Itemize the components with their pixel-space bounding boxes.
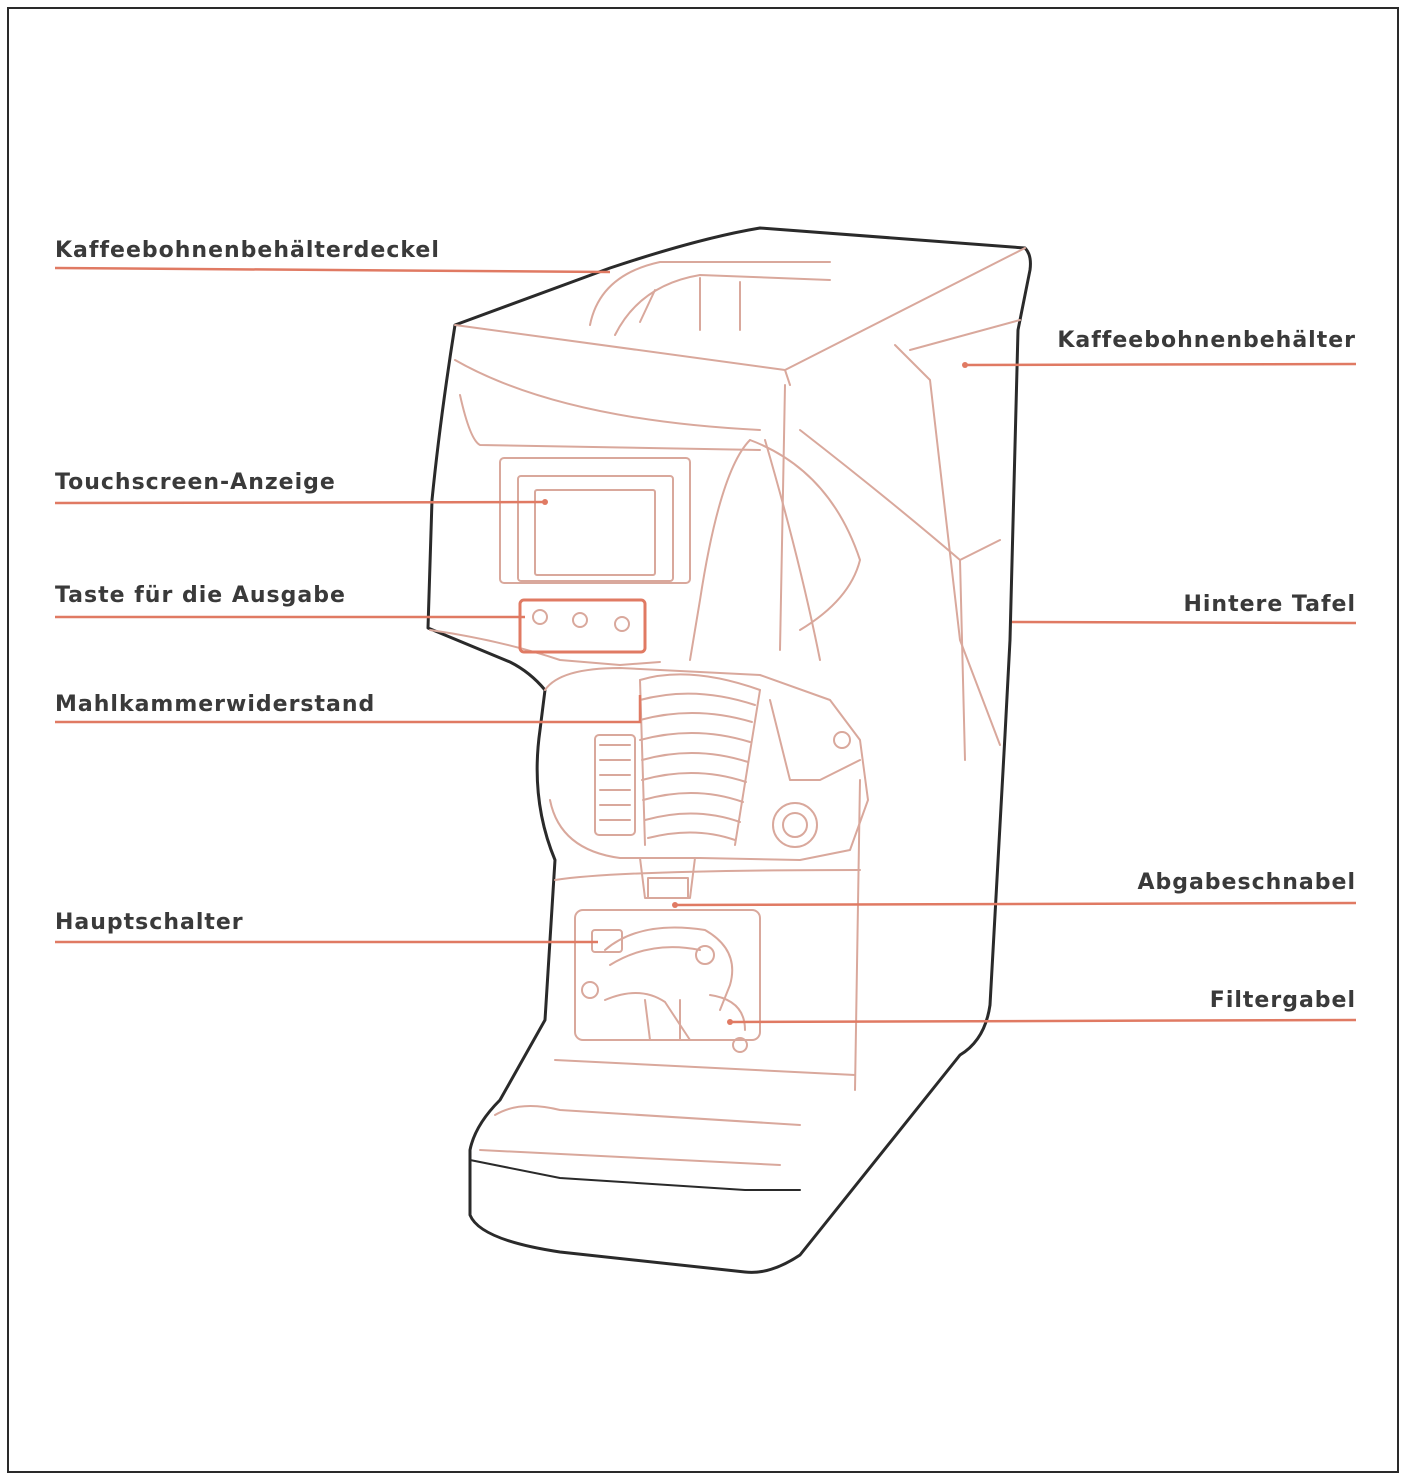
leader-line-rear-panel	[1011, 620, 1357, 625]
grinder-details	[429, 247, 1026, 1166]
leader-line-lid	[54, 266, 611, 274]
leader-line-touchscreen	[54, 500, 546, 505]
leader-dots	[542, 362, 968, 1025]
label-filter-fork: Filtergabel	[1209, 988, 1356, 1013]
leader-line-spout	[674, 901, 1357, 907]
label-spout: Abgabeschnabel	[1137, 870, 1356, 895]
leader-line-hopper	[964, 362, 1357, 367]
grinder-body	[426, 226, 1032, 1274]
diagram-frame	[7, 7, 1399, 1473]
leader-lines	[54, 266, 1357, 1024]
leader-box-dispense-button	[518, 598, 647, 654]
label-dispense-button: Taste für die Ausgabe	[55, 583, 346, 608]
label-touchscreen: Touchscreen-Anzeige	[55, 470, 336, 495]
label-grind-chamber: Mahlkammerwiderstand	[55, 692, 376, 717]
label-hopper: Kaffeebohnenbehälter	[1057, 328, 1356, 353]
leader-line-grind-chamber	[55, 695, 642, 724]
label-main-switch: Hauptschalter	[55, 910, 244, 935]
leader-line-filter-fork	[729, 1018, 1357, 1024]
label-rear-panel: Hintere Tafel	[1183, 592, 1356, 617]
label-lid: Kaffeebohnenbehälterdeckel	[55, 238, 440, 263]
